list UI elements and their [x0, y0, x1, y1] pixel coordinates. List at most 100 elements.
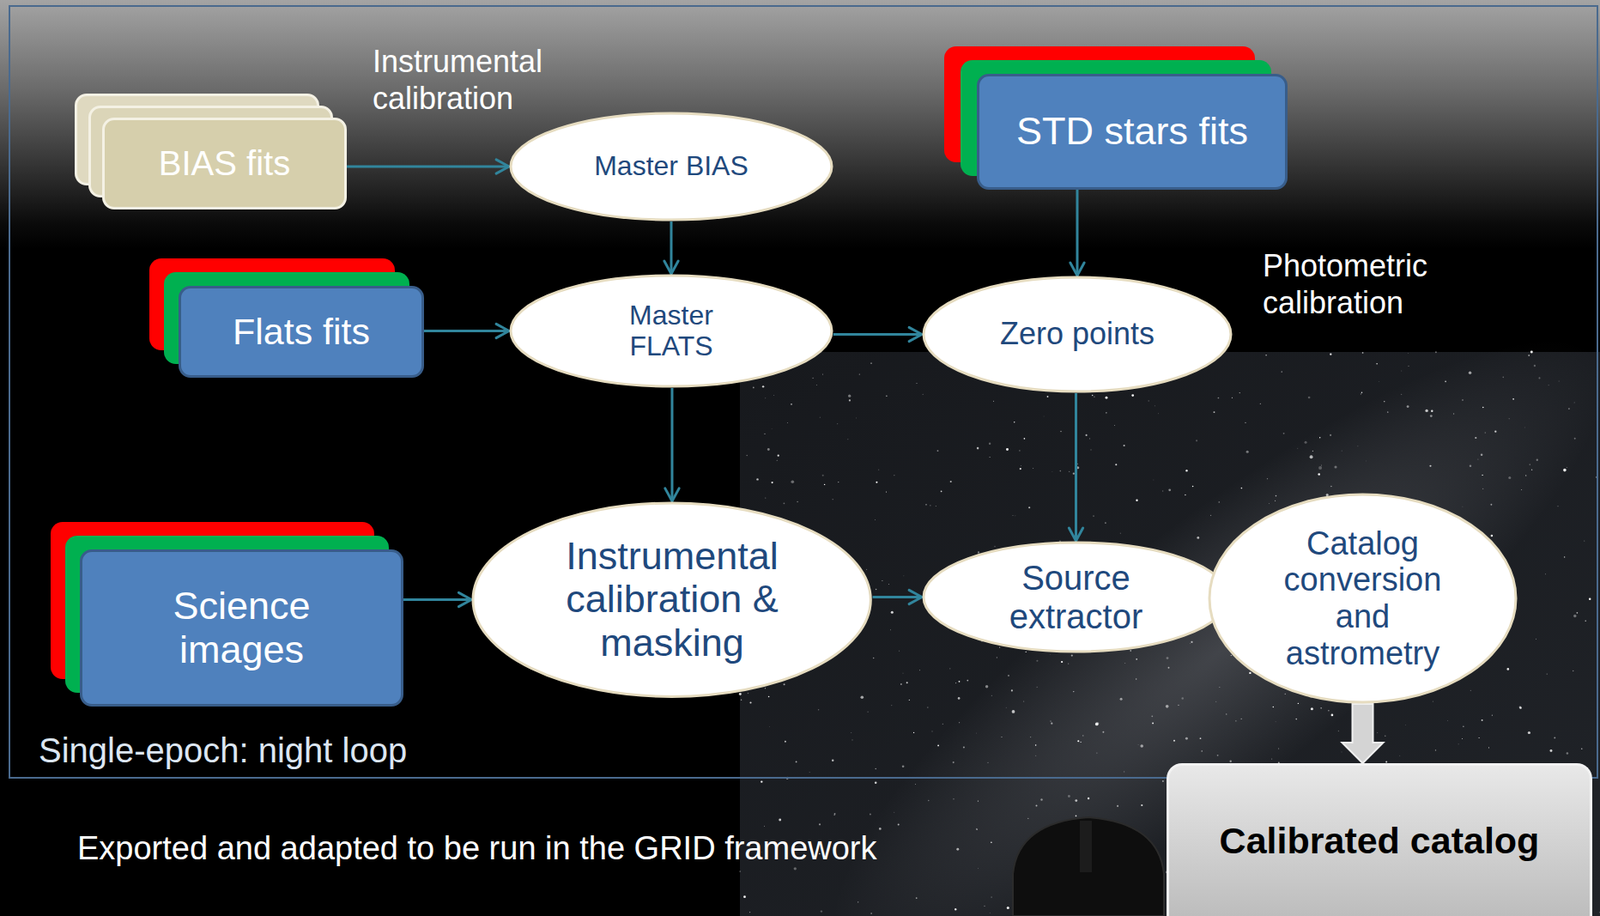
star — [859, 373, 861, 375]
star — [1529, 464, 1531, 466]
dome-slit — [1079, 820, 1092, 873]
star — [1544, 573, 1546, 576]
star — [991, 896, 993, 897]
star — [1093, 396, 1095, 398]
star — [918, 669, 921, 672]
star — [818, 823, 821, 825]
star — [952, 761, 955, 764]
star — [831, 498, 834, 501]
input-files: BIAS fits — [102, 117, 347, 210]
star — [1013, 421, 1016, 424]
node-text: Science images — [143, 584, 341, 672]
node-text: Source extractor — [994, 558, 1158, 637]
star — [1104, 521, 1107, 524]
star — [975, 732, 978, 734]
star — [990, 841, 993, 843]
flow-arrow — [833, 327, 922, 341]
star — [1235, 720, 1237, 722]
star — [1566, 751, 1570, 755]
star — [1168, 488, 1171, 491]
star — [1123, 770, 1125, 772]
star — [1265, 354, 1267, 357]
star — [796, 501, 798, 503]
star — [809, 771, 811, 773]
input-files: STD stars fits — [976, 73, 1288, 190]
arrow-head — [909, 327, 922, 341]
star — [1241, 487, 1243, 490]
star — [963, 745, 965, 748]
ellipse-shape — [472, 503, 871, 697]
star — [834, 812, 837, 815]
star — [934, 505, 937, 508]
star — [1491, 715, 1493, 716]
star — [989, 456, 991, 458]
star — [1482, 406, 1485, 409]
star — [1080, 741, 1082, 743]
star — [770, 427, 773, 430]
star — [1278, 747, 1280, 750]
star — [1384, 735, 1386, 737]
star — [1095, 722, 1099, 727]
star — [784, 740, 787, 743]
star — [1364, 460, 1367, 462]
star — [937, 745, 940, 747]
arrow-head — [496, 159, 510, 174]
star — [1317, 472, 1321, 476]
star — [1281, 370, 1283, 372]
star — [1089, 437, 1091, 439]
star — [1405, 724, 1407, 727]
star — [1477, 458, 1479, 460]
ellipse-shape — [1209, 494, 1516, 703]
star — [1035, 754, 1037, 757]
star — [1162, 490, 1164, 492]
node-text: Flats fits — [232, 310, 370, 352]
ellipse-shape — [510, 275, 832, 387]
star — [1563, 468, 1567, 473]
star — [893, 474, 896, 477]
star — [903, 575, 905, 577]
star — [768, 696, 770, 698]
star — [855, 417, 858, 419]
star — [1462, 725, 1465, 728]
star — [885, 490, 887, 492]
star — [1184, 494, 1186, 496]
star — [1014, 515, 1017, 517]
star — [988, 442, 991, 444]
star — [1020, 465, 1023, 467]
star — [1035, 744, 1037, 746]
star — [1005, 706, 1007, 709]
star — [1267, 503, 1270, 505]
star — [1072, 472, 1075, 475]
star — [893, 812, 895, 813]
star — [787, 422, 789, 425]
arrow-head — [664, 260, 679, 274]
star — [1051, 470, 1054, 473]
star — [747, 692, 749, 694]
star — [1185, 469, 1188, 472]
star — [1151, 721, 1154, 724]
process-ellipse: Instrumental calibration & masking — [471, 501, 873, 698]
star — [1444, 380, 1447, 382]
star — [739, 692, 742, 696]
star — [739, 870, 741, 872]
star — [786, 776, 789, 780]
star — [1189, 642, 1192, 645]
star — [1093, 515, 1095, 516]
star — [1042, 415, 1045, 418]
star — [1508, 418, 1510, 420]
star — [1321, 464, 1323, 467]
star — [1059, 470, 1061, 473]
star — [1341, 450, 1343, 452]
star — [937, 449, 940, 452]
input-files: Flats fits — [178, 285, 425, 378]
star — [1553, 736, 1556, 739]
star — [1050, 722, 1053, 725]
star — [777, 454, 780, 457]
star — [1120, 697, 1123, 701]
star — [897, 824, 900, 826]
star — [851, 739, 854, 741]
star — [1512, 398, 1515, 400]
star — [1087, 797, 1090, 800]
star — [993, 400, 994, 402]
star — [927, 706, 929, 709]
